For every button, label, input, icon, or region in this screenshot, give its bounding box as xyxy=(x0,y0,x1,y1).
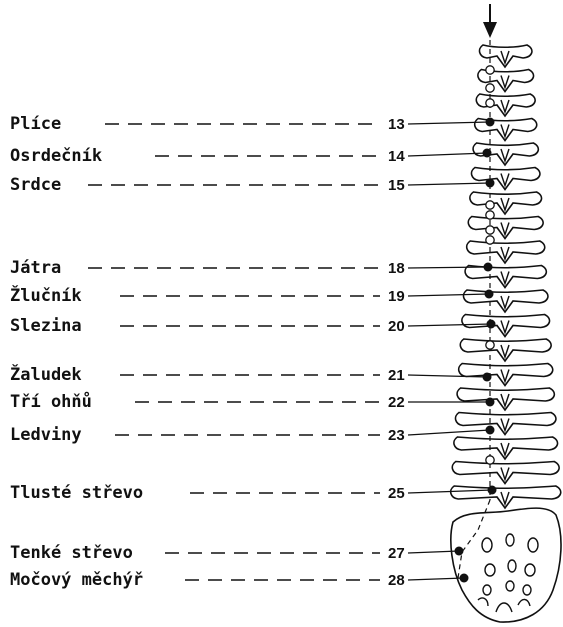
acupoint-marker xyxy=(483,149,492,158)
organ-label: Plíce xyxy=(10,114,61,134)
organ-label: Srdce xyxy=(10,175,61,195)
acupoint-marker xyxy=(487,320,496,329)
acupoint-row: Močový měchýř 28 xyxy=(10,570,469,590)
acupoint-row: Tlusté střevo 25 xyxy=(10,483,497,503)
organ-label: Slezina xyxy=(10,316,82,336)
organ-label: Tří ohňů xyxy=(10,390,92,412)
point-number: 15 xyxy=(388,177,405,194)
point-number: 20 xyxy=(388,318,405,335)
solid-leader xyxy=(408,578,464,580)
vertebra xyxy=(467,241,545,263)
organ-label: Močový měchýř xyxy=(10,570,143,590)
acupoint-row: Tří ohňů 22 xyxy=(10,390,495,412)
open-point-marker xyxy=(486,84,494,92)
acupoint-row: Osrdečník 14 xyxy=(10,146,492,166)
organ-label: Tenké střevo xyxy=(10,543,133,563)
vertebra xyxy=(452,462,559,484)
top-arrow xyxy=(483,4,497,38)
organ-label: Žlučník xyxy=(10,284,82,306)
point-number: 23 xyxy=(388,427,405,444)
acupoint-marker xyxy=(484,263,493,272)
open-point-marker xyxy=(486,341,494,349)
acupoint-row: Žaludek 21 xyxy=(10,363,492,385)
open-point-marker xyxy=(486,201,494,209)
vertebra xyxy=(472,168,540,190)
acupoint-marker xyxy=(455,547,464,556)
vertebra xyxy=(464,290,548,312)
point-number: 25 xyxy=(388,485,405,502)
spine-column xyxy=(451,45,561,508)
vertebra xyxy=(460,339,551,361)
organ-label: Tlusté střevo xyxy=(10,483,143,503)
acupoint-marker xyxy=(486,179,495,188)
acupoint-marker xyxy=(488,486,497,495)
vertebra xyxy=(468,217,543,239)
vertebra xyxy=(480,45,532,67)
acupoint-marker xyxy=(485,290,494,299)
acupoint-row: Plíce 13 xyxy=(10,114,495,134)
acupoint-marker xyxy=(486,426,495,435)
acupoint-row: Žlučník 19 xyxy=(10,284,494,306)
vertebra xyxy=(470,192,542,214)
vertebra xyxy=(476,94,535,116)
point-number: 21 xyxy=(388,367,405,384)
open-point-marker xyxy=(486,236,494,244)
vertebra xyxy=(457,388,554,410)
point-number: 18 xyxy=(388,260,405,277)
organ-label: Játra xyxy=(10,258,61,278)
acupoint-row: Srdce 15 xyxy=(10,175,495,195)
open-point-marker xyxy=(486,66,494,74)
point-number: 14 xyxy=(388,148,405,165)
open-point-marker xyxy=(486,456,494,464)
acupoint-row: Ledviny 23 xyxy=(10,425,495,445)
acupoint-marker xyxy=(486,398,495,407)
solid-leader xyxy=(408,430,490,435)
point-number: 22 xyxy=(388,394,405,411)
point-number: 28 xyxy=(388,572,405,589)
point-number: 13 xyxy=(388,116,405,133)
organ-label: Osrdečník xyxy=(10,146,102,166)
vertebra xyxy=(454,437,558,459)
organ-label: Ledviny xyxy=(10,425,82,445)
point-number: 19 xyxy=(388,288,405,305)
sacrum xyxy=(451,508,561,622)
open-point-marker xyxy=(486,211,494,219)
vertebra xyxy=(451,486,561,508)
vertebra xyxy=(465,266,546,288)
acupoint-marker xyxy=(486,118,495,127)
solid-leader xyxy=(408,183,490,185)
open-point-marker xyxy=(486,226,494,234)
point-number: 27 xyxy=(388,545,405,562)
acupoint-row: Slezina 20 xyxy=(10,316,496,336)
acupoint-marker xyxy=(460,574,469,583)
acupoint-row: Tenké střevo 27 xyxy=(10,543,464,563)
acupoint-row: Játra 18 xyxy=(10,258,493,278)
organ-label: Žaludek xyxy=(10,363,82,385)
acupoint-marker xyxy=(483,373,492,382)
vertebra xyxy=(459,364,553,386)
vertebra xyxy=(462,315,550,337)
open-point-marker xyxy=(486,99,494,107)
